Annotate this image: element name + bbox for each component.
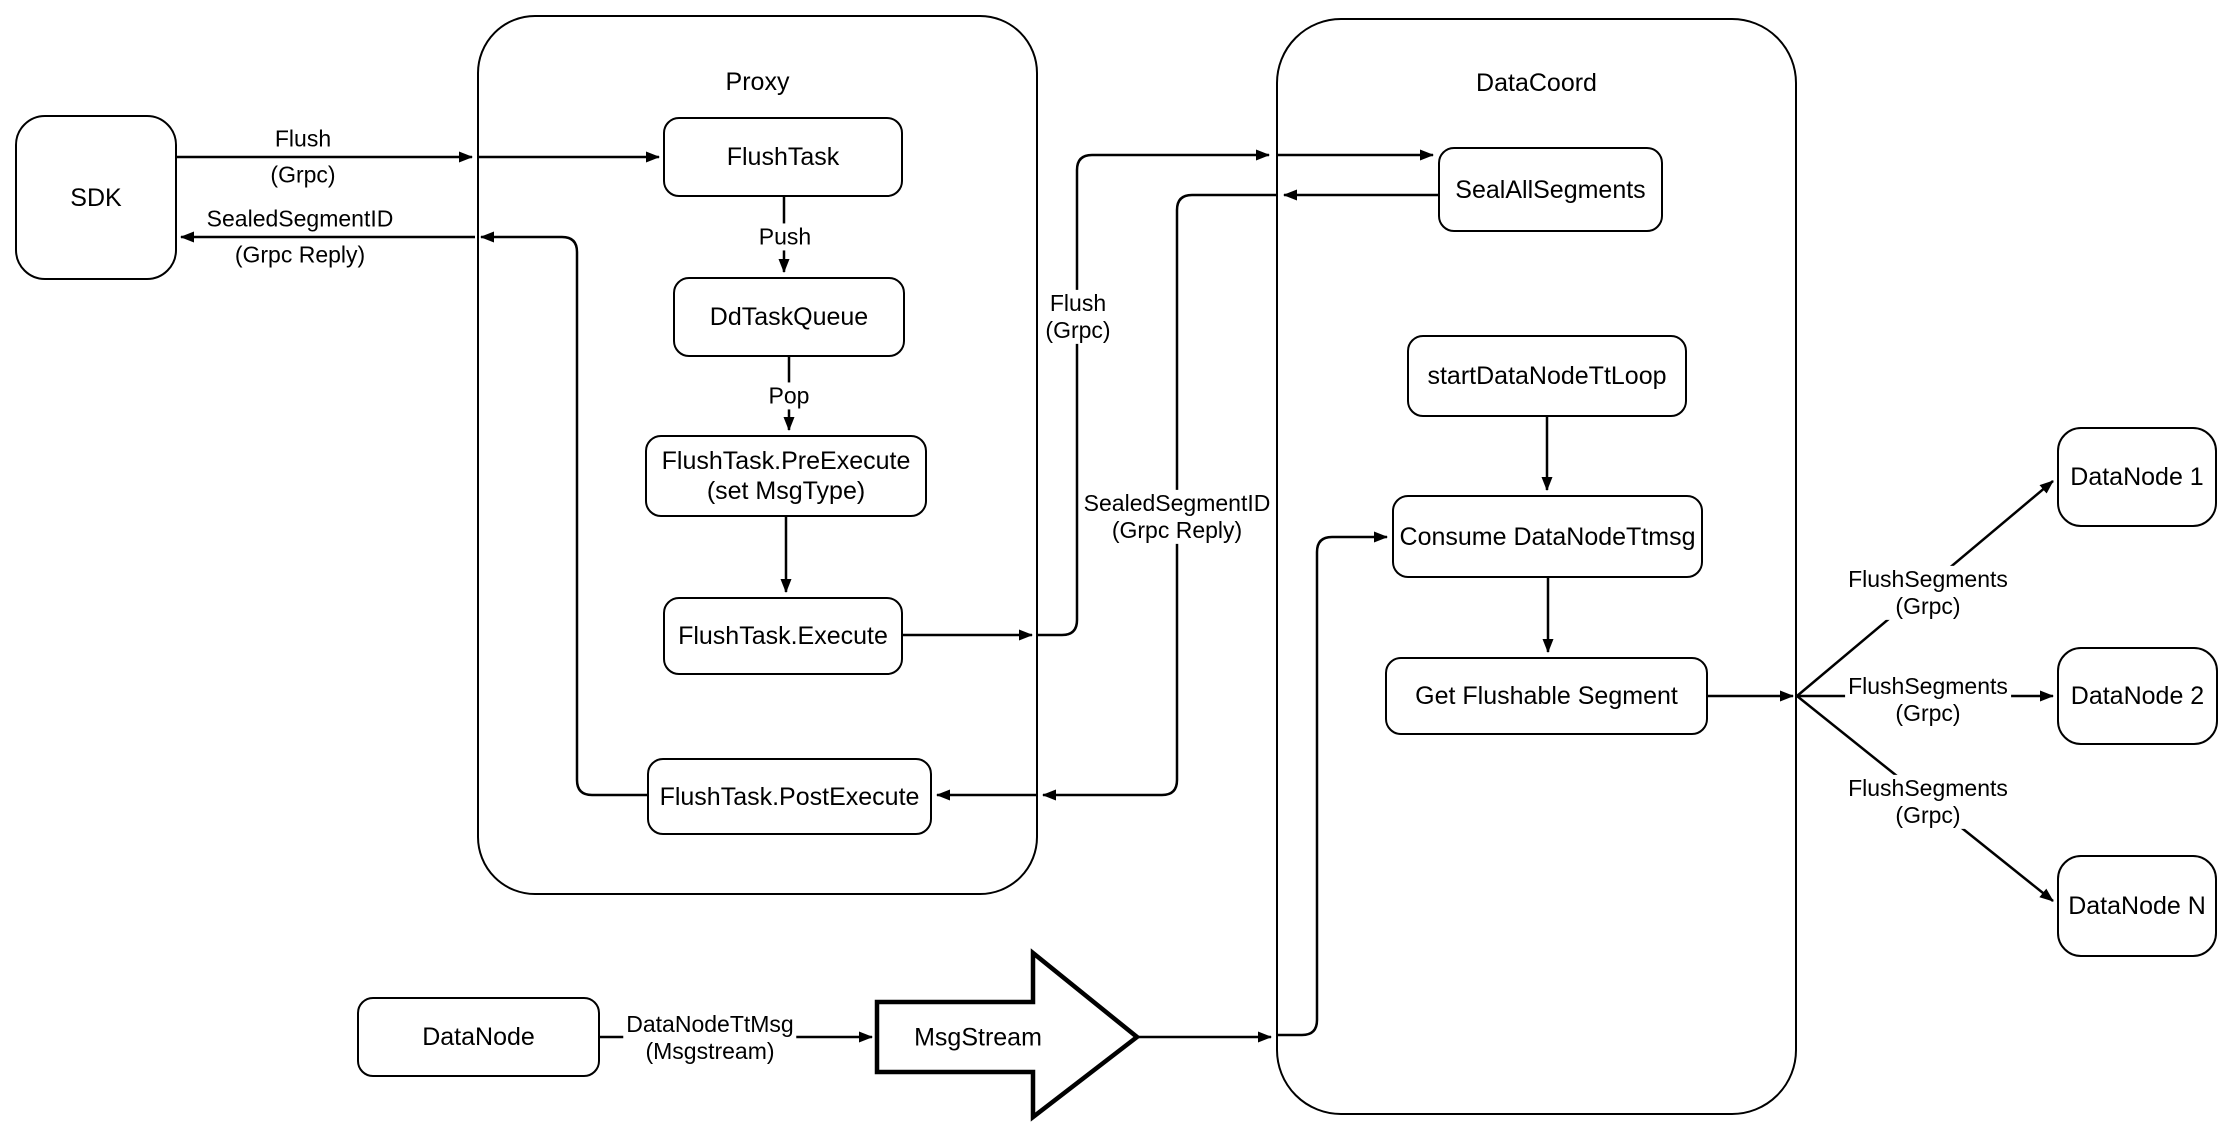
msgstream-label: MsgStream — [914, 1023, 1042, 1052]
label-flush-grpc-sdk: Flush (Grpc) — [270, 125, 336, 188]
label-sealedsegmentid-sdk: SealedSegmentID (Grpc Reply) — [206, 205, 394, 268]
label-flush-grpc-mid: Flush (Grpc) — [1042, 289, 1114, 345]
node-startdatanodettloop: startDataNodeTtLoop — [1407, 335, 1687, 417]
label-flushsegments-2: FlushSegments (Grpc) — [1845, 672, 2011, 728]
label-pop: Pop — [765, 382, 813, 410]
label-push: Push — [755, 223, 815, 251]
node-datanode-source: DataNode — [357, 997, 600, 1077]
container-proxy-title: Proxy — [725, 68, 790, 96]
label-datanodettmsg: DataNodeTtMsg (Msgstream) — [623, 1010, 797, 1066]
label-flushsegments-1: FlushSegments (Grpc) — [1845, 565, 2011, 621]
container-datacoord: DataCoord — [1276, 18, 1797, 1115]
label-flushsegments-3: FlushSegments (Grpc) — [1845, 774, 2011, 830]
node-flushtask-postexecute: FlushTask.PostExecute — [647, 758, 932, 835]
edge-border-to-consume — [1276, 531, 1388, 1037]
container-datacoord-title: DataCoord — [1476, 69, 1597, 97]
node-sealallsegments: SealAllSegments — [1438, 147, 1663, 232]
node-sdk: SDK — [15, 115, 177, 280]
label-sealedsegmentid-mid: SealedSegmentID (Grpc Reply) — [1080, 489, 1274, 545]
node-flushtask-preexecute: FlushTask.PreExecute (set MsgType) — [645, 435, 927, 517]
node-flushtask: FlushTask — [663, 117, 903, 197]
msgstream-block-arrow — [874, 948, 1141, 1122]
edge-postexecute-to-proxy-border — [480, 231, 647, 797]
node-ddtaskqueue: DdTaskQueue — [673, 277, 905, 357]
node-consume-datanodettmsg: Consume DataNodeTtmsg — [1392, 495, 1703, 578]
node-datanode-2: DataNode 2 — [2057, 647, 2218, 745]
edge-flush-grpc-to-datacoord-border — [1038, 149, 1270, 637]
node-get-flushable-segment: Get Flushable Segment — [1385, 657, 1708, 735]
node-flushtask-execute: FlushTask.Execute — [663, 597, 903, 675]
node-datanode-1: DataNode 1 — [2057, 427, 2217, 527]
container-proxy: Proxy — [477, 15, 1038, 895]
node-datanode-n: DataNode N — [2057, 855, 2217, 957]
